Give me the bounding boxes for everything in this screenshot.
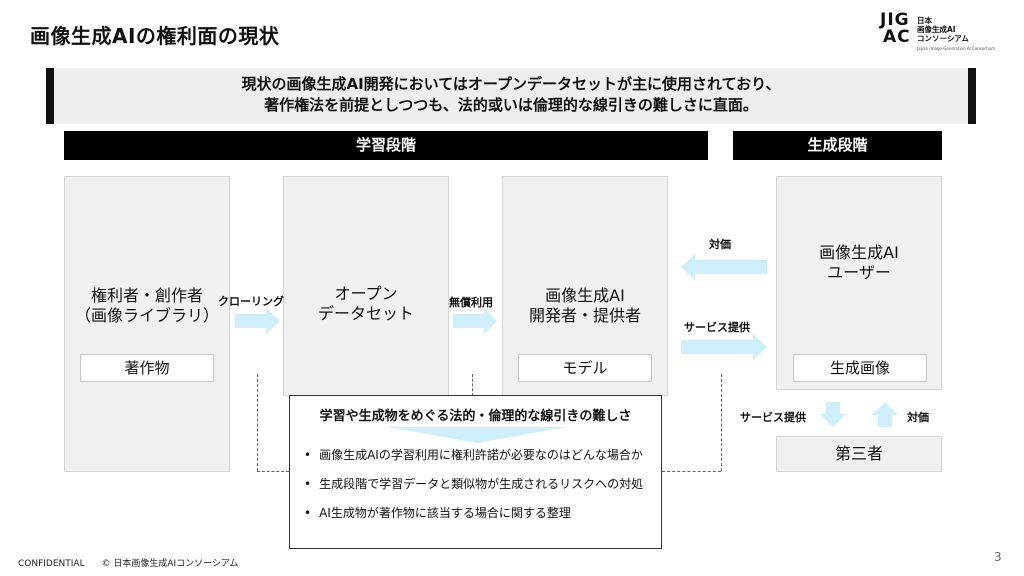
logo-mark: JIG AC	[880, 12, 911, 46]
payment-left-arrow-icon	[681, 254, 767, 280]
crawling-arrow-icon	[235, 308, 280, 334]
summary-banner: 現状の画像生成AI開発においてはオープンデータセットが主に使用されており、 著作…	[46, 68, 976, 124]
user-line2: ユーザー	[827, 263, 891, 282]
user-label: 画像生成AI ユーザー	[776, 243, 942, 283]
dashed-connector-left	[257, 374, 258, 471]
logo-text: 日本 画像生成AI コンソーシアム	[917, 16, 969, 43]
service-down-arrow-icon	[820, 402, 846, 427]
developer-line2: 開発者・提供者	[528, 306, 641, 325]
copyrighted-work-tag: 著作物	[80, 354, 214, 382]
service-label: サービス提供	[684, 321, 750, 334]
logo-mark-line2: AC	[883, 27, 911, 47]
dashed-connector-right	[721, 374, 722, 471]
open-dataset-label: オープン データセット	[283, 284, 449, 324]
generated-image-tag: 生成画像	[793, 354, 927, 382]
callout-down-chevron-icon	[387, 427, 567, 443]
callout-list: 画像生成AIの学習利用に権利許諾が必要なのはどんな場合か 生成段階で学習データと…	[304, 448, 643, 535]
list-item: 画像生成AIの学習利用に権利許諾が必要なのはどんな場合か	[304, 448, 643, 463]
free-use-arrow-icon	[453, 308, 497, 334]
copyright-label: © 日本画像生成AIコンソーシアム	[101, 559, 239, 569]
third-party-box: 第三者	[776, 436, 942, 472]
logo-subtext: Japan Image Generation AI Consortium	[917, 46, 996, 51]
dashed-connector-right-h	[662, 471, 721, 472]
payment-label-third-party: 対価	[907, 411, 929, 424]
callout-title: 学習や生成物をめぐる法的・倫理的な線引きの難しさ	[319, 409, 632, 424]
open-dataset-line2: データセット	[317, 304, 414, 323]
service-right-arrow-icon	[681, 334, 767, 360]
learning-phase-bar: 学習段階	[64, 131, 708, 160]
rights-holder-line2: （画像ライブラリ）	[74, 306, 219, 325]
confidential-label: CONFIDENTIAL	[18, 559, 85, 569]
list-item: 生成段階で学習データと類似物が生成されるリスクへの対処	[304, 477, 643, 492]
page-title: 画像生成AIの権利面の現状	[30, 24, 280, 48]
issues-callout: 学習や生成物をめぐる法的・倫理的な線引きの難しさ 画像生成AIの学習利用に権利許…	[289, 395, 662, 549]
logo-text-line2: 画像生成AI	[917, 25, 956, 34]
dashed-connector-mid	[472, 374, 473, 396]
payment-up-arrow-icon	[872, 402, 898, 427]
model-tag: モデル	[518, 354, 652, 382]
summary-line2: 著作権法を前提としつつも、法的或いは倫理的な線引きの難しさに直面。	[264, 96, 758, 114]
payment-label: 対価	[709, 238, 731, 251]
logo-mark-line1: JIG	[880, 10, 910, 30]
crawling-label: クローリング	[218, 295, 284, 308]
generation-phase-bar: 生成段階	[733, 131, 942, 160]
open-dataset-line1: オープン	[334, 284, 398, 303]
dashed-connector-left-h	[257, 471, 289, 472]
rights-holder-box	[64, 176, 230, 472]
user-line1: 画像生成AI	[819, 243, 899, 262]
list-item: AI生成物が著作物に該当する場合に関する整理	[304, 506, 643, 521]
page-number: 3	[994, 550, 1002, 564]
footer: CONFIDENTIAL © 日本画像生成AIコンソーシアム	[18, 556, 238, 569]
rights-holder-label: 権利者・創作者 （画像ライブラリ）	[64, 286, 230, 326]
developer-line1: 画像生成AI	[545, 286, 625, 305]
developer-label: 画像生成AI 開発者・提供者	[502, 286, 668, 326]
service-label-third-party: サービス提供	[740, 411, 806, 424]
summary-line1: 現状の画像生成AI開発においてはオープンデータセットが主に使用されており、	[241, 75, 781, 93]
open-dataset-box	[283, 176, 449, 396]
jigac-logo: JIG AC 日本 画像生成AI コンソーシアム Japan Image Gen…	[880, 12, 995, 52]
free-use-label: 無償利用	[449, 296, 493, 309]
logo-text-line3: コンソーシアム	[917, 34, 969, 43]
rights-holder-line1: 権利者・創作者	[90, 286, 203, 305]
logo-text-line1: 日本	[917, 16, 932, 25]
